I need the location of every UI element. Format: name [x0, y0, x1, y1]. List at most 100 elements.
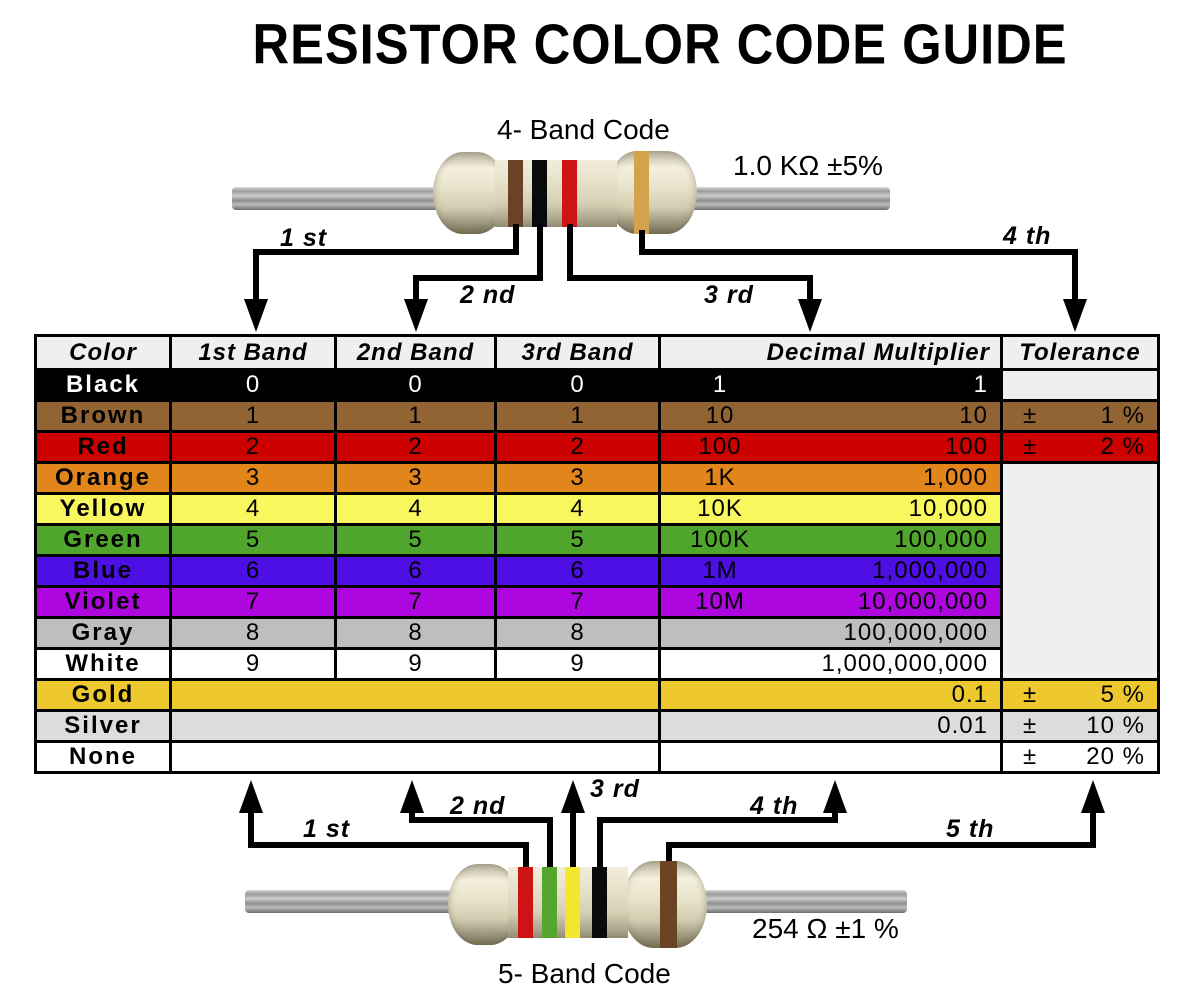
- color-name: Brown: [34, 399, 172, 433]
- band2-digit: 9: [334, 647, 497, 681]
- plus-minus-sign: ±: [1023, 743, 1038, 770]
- multiplier-cell: 10M 10,000,000: [658, 585, 1003, 619]
- table-row-silver: Silver 0.01 ± 10 %: [34, 709, 1160, 743]
- multiplier-cell: 0.01: [658, 709, 1003, 743]
- multiplier-value: 100: [944, 433, 988, 460]
- plus-minus-sign: ±: [1023, 681, 1038, 708]
- color-name: Black: [34, 368, 172, 402]
- tolerance-value: 10 %: [1086, 712, 1145, 739]
- band3-digit: 9: [494, 647, 661, 681]
- tolerance-value: 5 %: [1100, 681, 1145, 708]
- five-band-code-label: 5- Band Code: [498, 958, 671, 989]
- color-name: Silver: [34, 709, 172, 743]
- table-row-white: White 9 9 9 1,000,000,000: [34, 647, 1159, 681]
- band2-digit: 1: [334, 399, 497, 433]
- band1-digit: 7: [169, 585, 337, 619]
- band2-digit: 0: [334, 368, 497, 402]
- four-band-resistor-right-cap: [607, 151, 697, 234]
- band2-digit: 6: [334, 554, 497, 588]
- five-band-band5-brown: [660, 861, 677, 948]
- table-row-orange: Orange 3 3 3 1K 1,000: [34, 461, 1160, 681]
- multiplier-shorthand: 1K: [704, 464, 736, 491]
- band3-digit: 5: [494, 523, 661, 557]
- five-band-band4-black: [592, 867, 607, 938]
- band1-digit: 0: [169, 368, 337, 402]
- table-row-black: Black 0 0 0 1 1: [34, 368, 1160, 402]
- band3-digit: 0: [494, 368, 661, 402]
- band3-digit: 2: [494, 430, 661, 464]
- table-row-gold: Gold 0.1 ± 5 %: [34, 678, 1160, 712]
- band2-digit: 5: [334, 523, 497, 557]
- tolerance-merged-empty-cell: [1000, 461, 1160, 681]
- table-row-red: Red 2 2 2 100 100 ± 2 %: [34, 430, 1160, 464]
- header-color: Color: [34, 334, 172, 371]
- multiplier-cell: 10K 10,000: [658, 492, 1003, 526]
- multiplier-cell: 1K 1,000: [658, 461, 1003, 495]
- four-band-code-label: 4- Band Code: [497, 114, 670, 145]
- tolerance-cell: ± 5 %: [1000, 678, 1160, 712]
- tolerance-cell: ± 10 %: [1000, 709, 1160, 743]
- band1-digit: 5: [169, 523, 337, 557]
- four-band-band4-gold: [634, 151, 649, 234]
- color-name: None: [34, 740, 172, 774]
- tolerance-empty-cell: [1000, 368, 1160, 402]
- five-band-band1-red: [518, 867, 533, 938]
- four-band-arrow-label-2nd: 2 nd: [460, 281, 516, 309]
- multiplier-shorthand: 10M: [695, 588, 745, 615]
- header-2nd-band: 2nd Band: [334, 334, 497, 371]
- page-title: RESISTOR COLOR CODE GUIDE: [252, 13, 1068, 77]
- four-band-band3-red: [562, 160, 577, 227]
- multiplier-value: 0.1: [951, 681, 988, 708]
- color-name: Gray: [34, 616, 172, 650]
- band2-digit: 8: [334, 616, 497, 650]
- header-1st-band: 1st Band: [169, 334, 337, 371]
- four-band-band1-brown: [508, 160, 523, 227]
- multiplier-cell: 1 1: [658, 368, 1003, 402]
- band2-digit: 4: [334, 492, 497, 526]
- color-name: White: [34, 647, 172, 681]
- band1-digit: 1: [169, 399, 337, 433]
- four-band-band2-black: [532, 160, 547, 227]
- band2-digit: 2: [334, 430, 497, 464]
- merged-band-cell: [169, 709, 661, 743]
- four-band-value-label: 1.0 KΩ ±5%: [733, 150, 883, 181]
- tolerance-value: 1 %: [1100, 402, 1145, 429]
- multiplier-shorthand: 1M: [702, 557, 738, 584]
- four-band-arrow-label-1st: 1 st: [280, 224, 328, 252]
- band3-digit: 6: [494, 554, 661, 588]
- table-row-green: Green 5 5 5 100K 100,000: [34, 523, 1159, 557]
- color-name: Green: [34, 523, 172, 557]
- tolerance-cell: ± 2 %: [1000, 430, 1160, 464]
- band3-digit: 4: [494, 492, 661, 526]
- band1-digit: 2: [169, 430, 337, 464]
- multiplier-value: 100,000,000: [843, 619, 988, 646]
- color-name: Orange: [34, 461, 172, 495]
- multiplier-cell: 100K 100,000: [658, 523, 1003, 557]
- four-band-resistor-left-cap: [433, 152, 507, 234]
- multiplier-cell: 1,000,000,000: [658, 647, 1003, 681]
- color-name: Violet: [34, 585, 172, 619]
- five-band-arrow-label-2nd: 2 nd: [450, 792, 506, 820]
- table-row-gray: Gray 8 8 8 100,000,000: [34, 616, 1159, 650]
- merged-band-cell: [169, 678, 661, 712]
- multiplier-cell: 100,000,000: [658, 616, 1003, 650]
- band1-digit: 4: [169, 492, 337, 526]
- multiplier-value: 0.01: [937, 712, 988, 739]
- multiplier-cell: 1M 1,000,000: [658, 554, 1003, 588]
- band3-digit: 8: [494, 616, 661, 650]
- multiplier-value: 1: [973, 371, 988, 398]
- plus-minus-sign: ±: [1023, 402, 1038, 429]
- multiplier-shorthand: 10K: [697, 495, 743, 522]
- multiplier-shorthand: 10: [705, 402, 735, 429]
- table-row-violet: Violet 7 7 7 10M 10,000,000: [34, 585, 1159, 619]
- color-name: Yellow: [34, 492, 172, 526]
- five-band-arrow-label-5th: 5 th: [946, 815, 995, 843]
- table-row-yellow: Yellow 4 4 4 10K 10,000: [34, 492, 1159, 526]
- band1-digit: 3: [169, 461, 337, 495]
- band3-digit: 7: [494, 585, 661, 619]
- color-name: Red: [34, 430, 172, 464]
- multiplier-value: 1,000,000,000: [821, 650, 988, 677]
- multiplier-value: 1,000,000: [872, 557, 988, 584]
- band2-digit: 7: [334, 585, 497, 619]
